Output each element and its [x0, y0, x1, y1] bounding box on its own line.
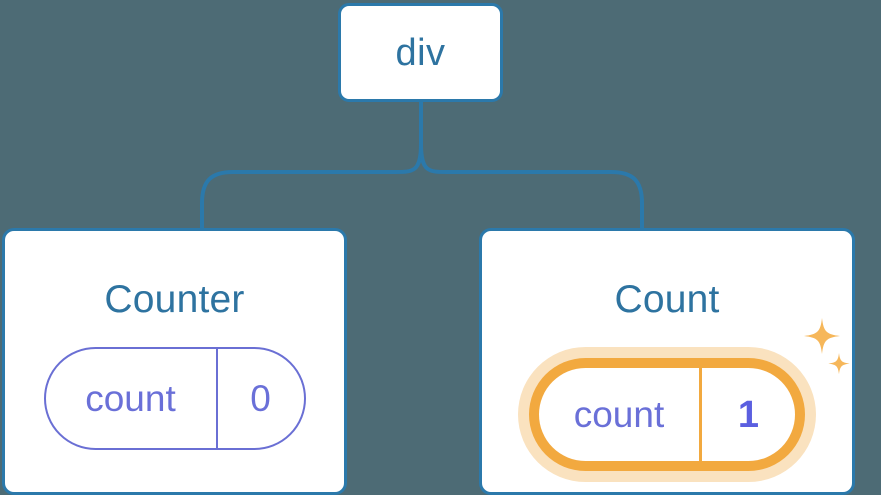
state-pill-counter[interactable]: count 0: [43, 347, 306, 450]
state-pill-counter-key-cell: count: [46, 349, 218, 448]
node-count[interactable]: Count count 1: [479, 228, 855, 495]
node-counter-title: Counter: [104, 278, 245, 321]
state-pill-count[interactable]: count 1: [539, 368, 795, 461]
state-pill-counter-key: count: [85, 378, 176, 419]
state-pill-count-key-cell: count: [539, 368, 702, 461]
node-root-label: div: [395, 31, 446, 74]
state-pill-count-key: count: [573, 394, 665, 435]
connector-branch-left: [200, 143, 423, 228]
state-pill-count-value: 1: [737, 393, 760, 436]
state-pill-count-wrap: count 1: [518, 347, 816, 482]
node-root-div[interactable]: div: [338, 3, 503, 102]
state-pill-count-value-cell: 1: [702, 368, 795, 461]
state-pill-count-halo: count 1: [518, 347, 816, 482]
state-pill-counter-value-cell: 0: [218, 349, 304, 448]
state-pill-counter-value: 0: [250, 378, 271, 419]
connector-branch-right: [419, 143, 644, 228]
node-counter[interactable]: Counter count 0: [2, 228, 347, 495]
state-pill-counter-wrap: count 0: [43, 347, 306, 450]
state-pill-count-ring: count 1: [529, 358, 805, 471]
node-count-title: Count: [614, 278, 720, 321]
